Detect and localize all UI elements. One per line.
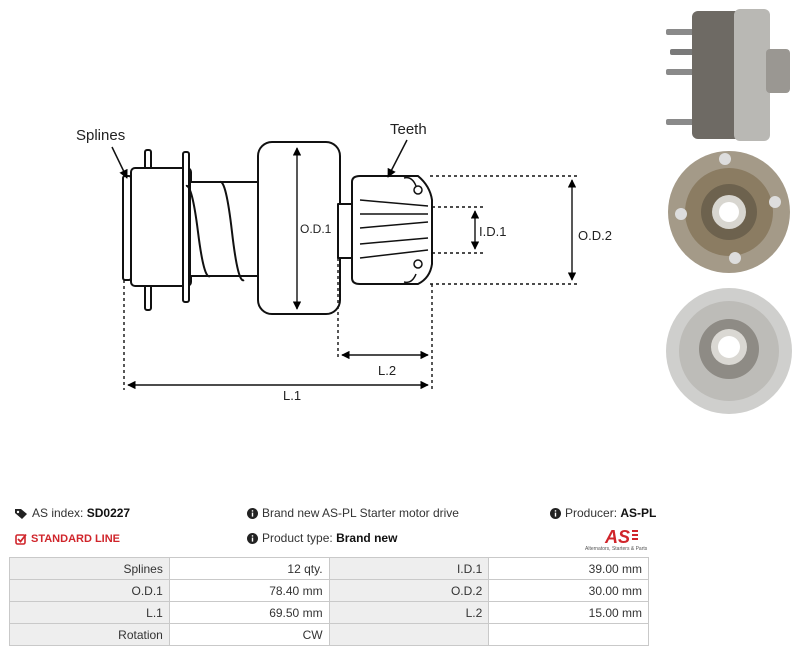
producer-label: Producer: <box>565 506 618 520</box>
spring-coil <box>185 185 211 278</box>
description-text: Brand new AS-PL Starter motor drive <box>262 506 459 520</box>
product-type: Product type: Brand new <box>247 531 397 545</box>
product-photo-front <box>668 151 790 273</box>
spec-label: I.D.1 <box>328 557 490 580</box>
label-l2: L.2 <box>378 363 396 378</box>
info-icon <box>550 508 561 520</box>
shaft <box>337 203 353 259</box>
spec-value: CW <box>168 623 330 646</box>
spec-label: L.2 <box>328 601 490 624</box>
spec-label: L.1 <box>9 601 170 624</box>
product-photo-side <box>666 9 790 141</box>
spec-label: O.D.2 <box>328 579 490 602</box>
product-type-value: Brand new <box>336 531 398 545</box>
product-type-label: Product type: <box>262 531 333 545</box>
label-teeth: Teeth <box>390 121 427 138</box>
label-splines: Splines <box>76 127 125 144</box>
spec-value: 30.00 mm <box>488 579 649 602</box>
spec-value <box>488 623 649 646</box>
spline-end <box>122 175 132 281</box>
as-pl-logo: AS <box>604 527 638 547</box>
label-id1: I.D.1 <box>479 224 506 239</box>
spec-value: 78.40 mm <box>168 579 330 602</box>
spec-label: Rotation <box>9 623 170 646</box>
as-index: AS index: SD0227 <box>15 506 130 520</box>
spec-value: 69.50 mm <box>168 601 330 624</box>
spec-label: Splines <box>9 557 170 580</box>
spec-label: O.D.1 <box>9 579 170 602</box>
info-icon <box>247 508 258 520</box>
description: Brand new AS-PL Starter motor drive <box>247 506 459 520</box>
logo-tagline: Alternators, Starters & Parts <box>585 546 648 552</box>
standard-line: STANDARD LINE <box>15 531 120 545</box>
spring-coil <box>219 181 245 282</box>
tag-icon <box>15 509 27 520</box>
collar <box>182 151 190 303</box>
producer: Producer: AS-PL <box>550 506 656 520</box>
standard-line-text: STANDARD LINE <box>31 533 121 545</box>
product-photo-back <box>666 288 792 414</box>
technical-drawing: Splines Teeth O.D.1 O.D.2 I.D.1 L.1 L.2 <box>76 121 612 403</box>
producer-value: AS-PL <box>620 506 657 520</box>
spec-value: 12 qty. <box>168 557 330 580</box>
svg-text:AS: AS <box>604 527 630 547</box>
spring-tube <box>189 181 261 277</box>
label-od1: O.D.1 <box>300 222 332 236</box>
spec-value: 15.00 mm <box>488 601 649 624</box>
info-icon <box>247 533 258 545</box>
spec-value: 39.00 mm <box>488 557 649 580</box>
label-od2: O.D.2 <box>578 228 612 243</box>
as-index-value: SD0227 <box>86 506 131 520</box>
label-l1: L.1 <box>283 388 301 403</box>
as-index-label: AS index: <box>32 506 84 520</box>
spec-label <box>328 623 490 646</box>
checkbox-checked-icon <box>15 533 27 545</box>
